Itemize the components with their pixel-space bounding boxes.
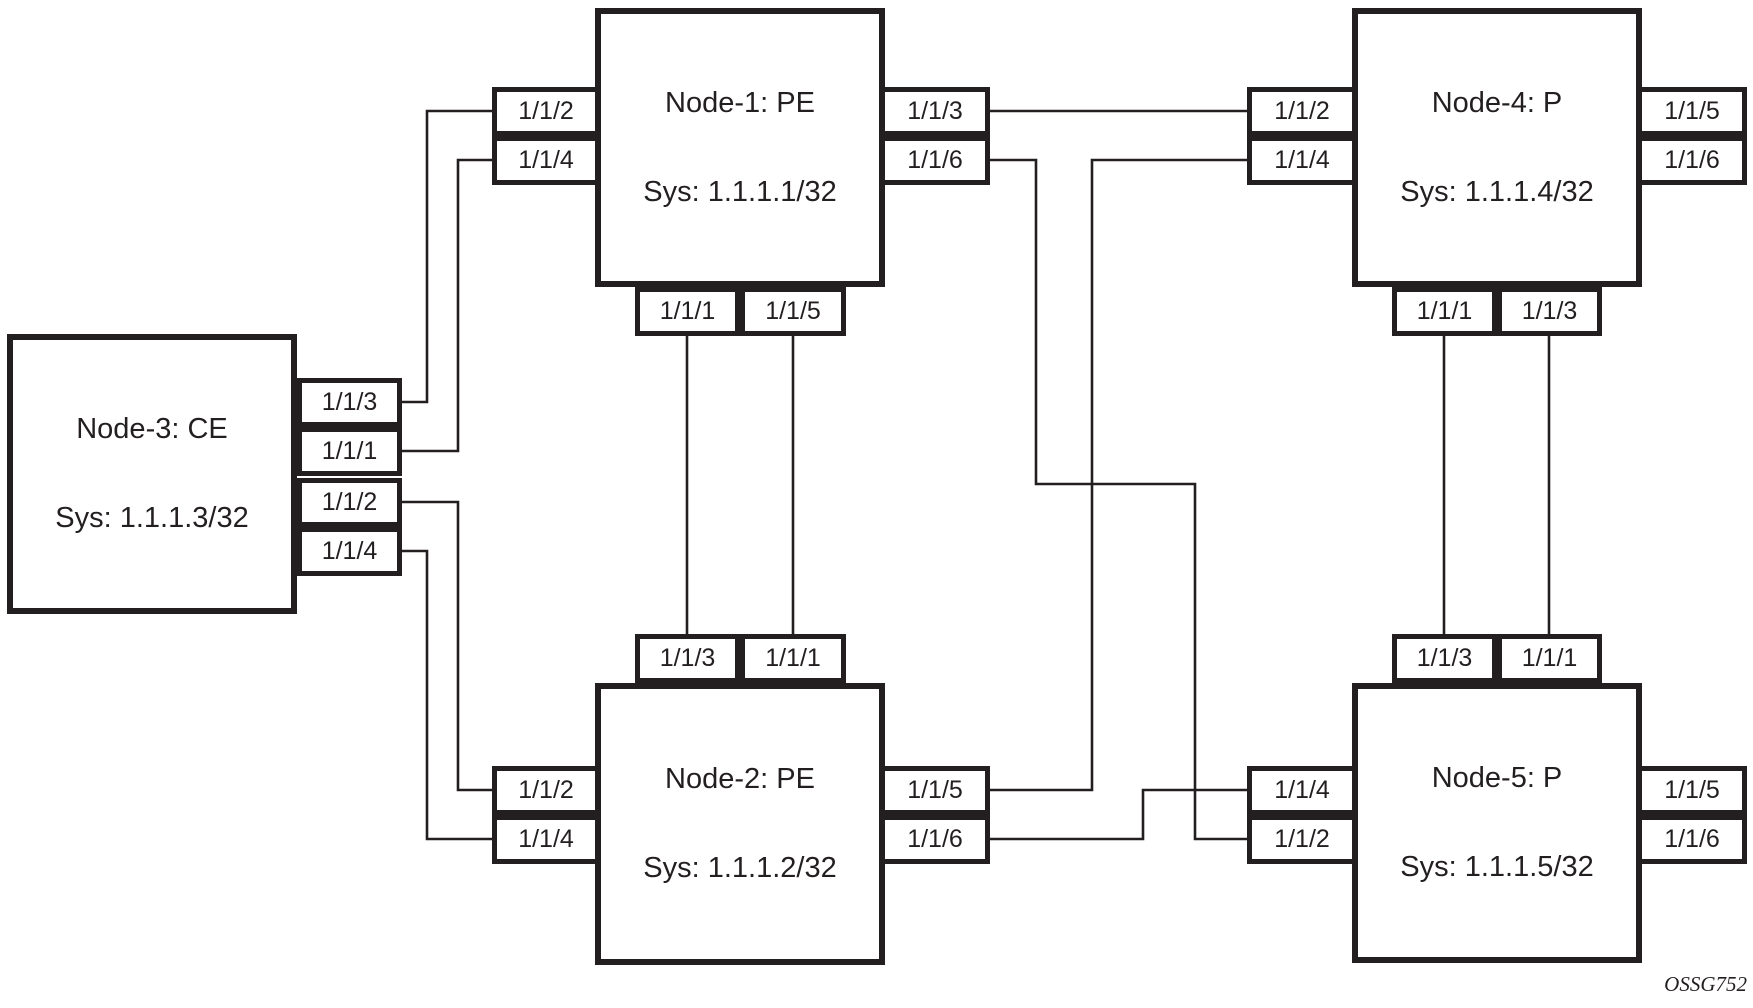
node-3-port-right-3: 1/1/2 [297,478,402,527]
node-4-sys-address: Sys: 1.1.1.4/32 [1400,175,1594,208]
node-5-sys-address: Sys: 1.1.1.5/32 [1400,851,1594,883]
link-Node-1:1/1/6-to-Node-5:1/1/2 [990,158,1247,841]
node-4-port-right-1: 1/1/5 [1637,87,1747,136]
node-2-port-right-2: 1/1/6 [880,815,990,864]
link-Node-3:1/1/1-to-Node-1:1/1/4 [402,158,492,453]
node-4-port-bottom-2: 1/1/3 [1497,287,1602,336]
node-1-sys-address: Sys: 1.1.1.1/32 [643,175,837,208]
node-1-port-left-2: 1/1/4 [492,136,600,185]
node-3-sys-address: Sys: 1.1.1.3/32 [55,502,249,534]
node-5-port-left-1: 1/1/4 [1247,766,1357,815]
link-Node-3:1/1/2-to-Node-2:1/1/2 [402,500,492,792]
link-Node-2:1/1/5-to-Node-4:1/1/4 [990,158,1247,792]
node-1-port-bottom-2: 1/1/5 [740,287,846,336]
node-5-port-top-1: 1/1/3 [1392,634,1497,683]
node-2-sys-address: Sys: 1.1.1.2/32 [643,852,837,884]
node-4-port-bottom-1: 1/1/1 [1392,287,1497,336]
node-3-box: Node-3: CE Sys: 1.1.1.3/32 [7,334,297,614]
node-4-title: Node-4: P [1431,86,1563,119]
node-5-port-right-2: 1/1/6 [1637,815,1747,864]
node-4-port-right-2: 1/1/6 [1637,136,1747,185]
figure-id-watermark: OSSG752 [1664,972,1747,996]
node-1-port-bottom-1: 1/1/1 [635,287,740,336]
node-1-port-right-2: 1/1/6 [880,136,990,185]
node-2-port-left-2: 1/1/4 [492,815,600,864]
node-4-port-left-2: 1/1/4 [1247,136,1357,185]
node-2-port-right-1: 1/1/5 [880,766,990,815]
node-1-title: Node-1: PE [665,86,815,119]
node-2-box: Node-2: PE Sys: 1.1.1.2/32 [595,683,885,965]
link-Node-2:1/1/6-to-Node-5:1/1/4 [990,788,1247,841]
node-5-port-left-2: 1/1/2 [1247,815,1357,864]
node-5-port-right-1: 1/1/5 [1637,766,1747,815]
node-1-port-left-1: 1/1/2 [492,87,600,136]
node-2-port-left-1: 1/1/2 [492,766,600,815]
node-3-port-right-4: 1/1/4 [297,527,402,576]
node-5-title: Node-5: P [1431,762,1563,794]
node-4-port-left-1: 1/1/2 [1247,87,1357,136]
node-1-box: Node-1: PE Sys: 1.1.1.1/32 [595,8,885,287]
node-1-port-right-1: 1/1/3 [880,87,990,136]
node-3-port-right-1: 1/1/3 [297,378,402,427]
node-4-box: Node-4: P Sys: 1.1.1.4/32 [1352,8,1642,287]
node-5-port-top-2: 1/1/1 [1497,634,1602,683]
link-Node-3:1/1/4-to-Node-2:1/1/4 [402,549,492,841]
link-Node-3:1/1/3-to-Node-1:1/1/2 [402,109,492,404]
node-5-box: Node-5: P Sys: 1.1.1.5/32 [1352,683,1642,963]
node-2-port-top-2: 1/1/1 [740,634,846,683]
node-3-port-right-2: 1/1/1 [297,427,402,476]
node-3-title: Node-3: CE [76,413,228,445]
node-2-title: Node-2: PE [665,763,815,795]
node-2-port-top-1: 1/1/3 [635,634,740,683]
